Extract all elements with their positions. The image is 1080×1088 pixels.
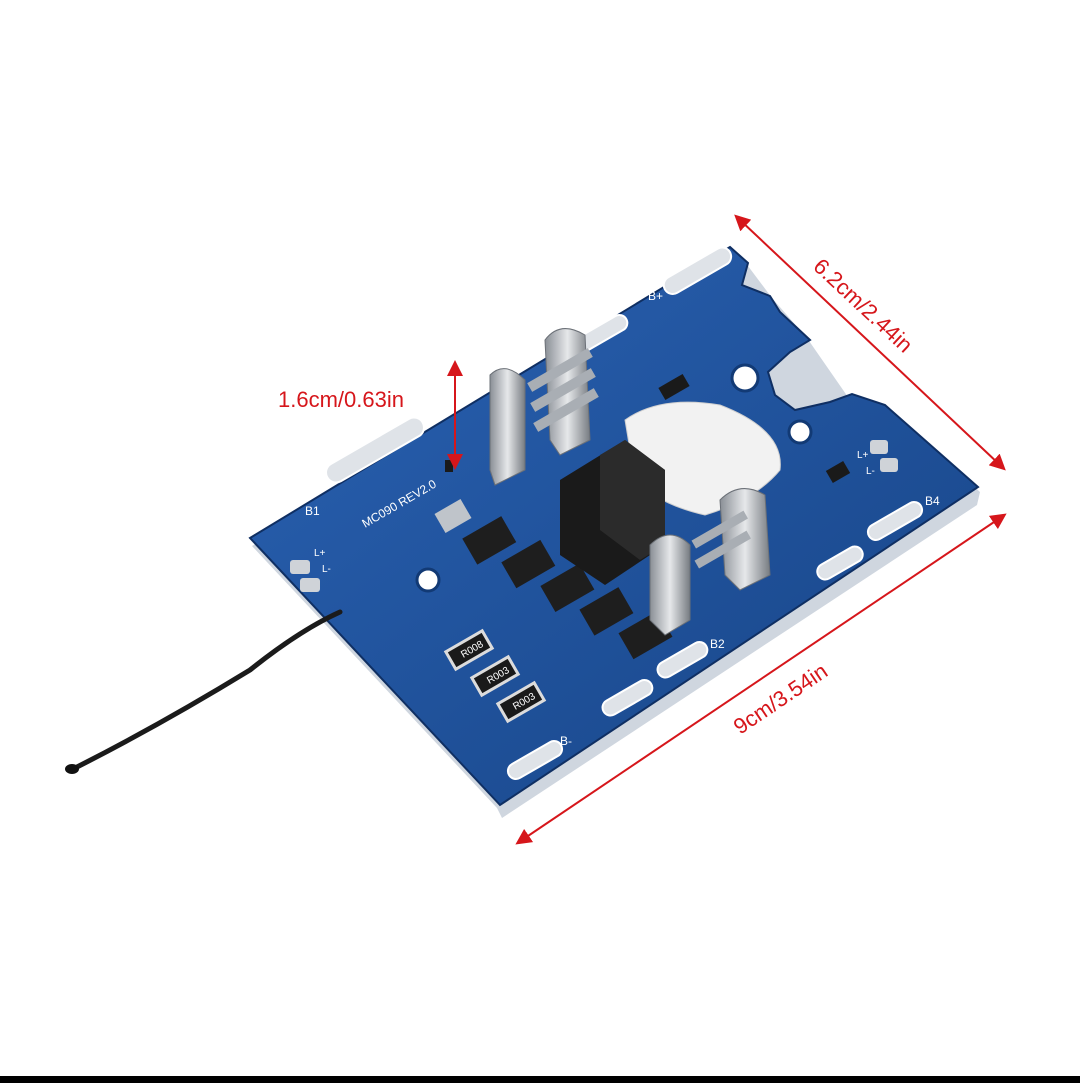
thermistor-wire bbox=[65, 609, 343, 774]
b4-label: B4 bbox=[925, 494, 940, 508]
length-arrow bbox=[515, 513, 1007, 845]
width-arrow bbox=[734, 214, 1006, 471]
b-minus-label: B- bbox=[560, 734, 572, 748]
mosfet bbox=[462, 516, 517, 565]
edge-pad bbox=[662, 246, 733, 295]
b2-label: B2 bbox=[710, 637, 725, 651]
resistor-r003 bbox=[469, 654, 521, 698]
b-plus-label: B+ bbox=[648, 289, 663, 303]
edge-pad bbox=[325, 416, 425, 484]
b1-label: B1 bbox=[305, 504, 320, 518]
l-plus-right-label: L+ bbox=[857, 450, 869, 461]
mounting-hole bbox=[415, 567, 441, 593]
resistor-r008 bbox=[443, 628, 495, 672]
width-label: 6.2cm/2.44in bbox=[809, 253, 918, 357]
thickness-label: 1.6cm/0.63in bbox=[278, 387, 404, 412]
mounting-hole bbox=[787, 419, 813, 445]
l-plus-left-label: L+ bbox=[314, 548, 326, 559]
bottom-bar bbox=[0, 1076, 1080, 1083]
l-minus-right-label: L- bbox=[866, 466, 875, 477]
l-minus-left-label: L- bbox=[322, 564, 331, 575]
length-label: 9cm/3.54in bbox=[729, 658, 832, 739]
terminal-left bbox=[489, 328, 599, 486]
mounting-hole bbox=[730, 363, 760, 393]
